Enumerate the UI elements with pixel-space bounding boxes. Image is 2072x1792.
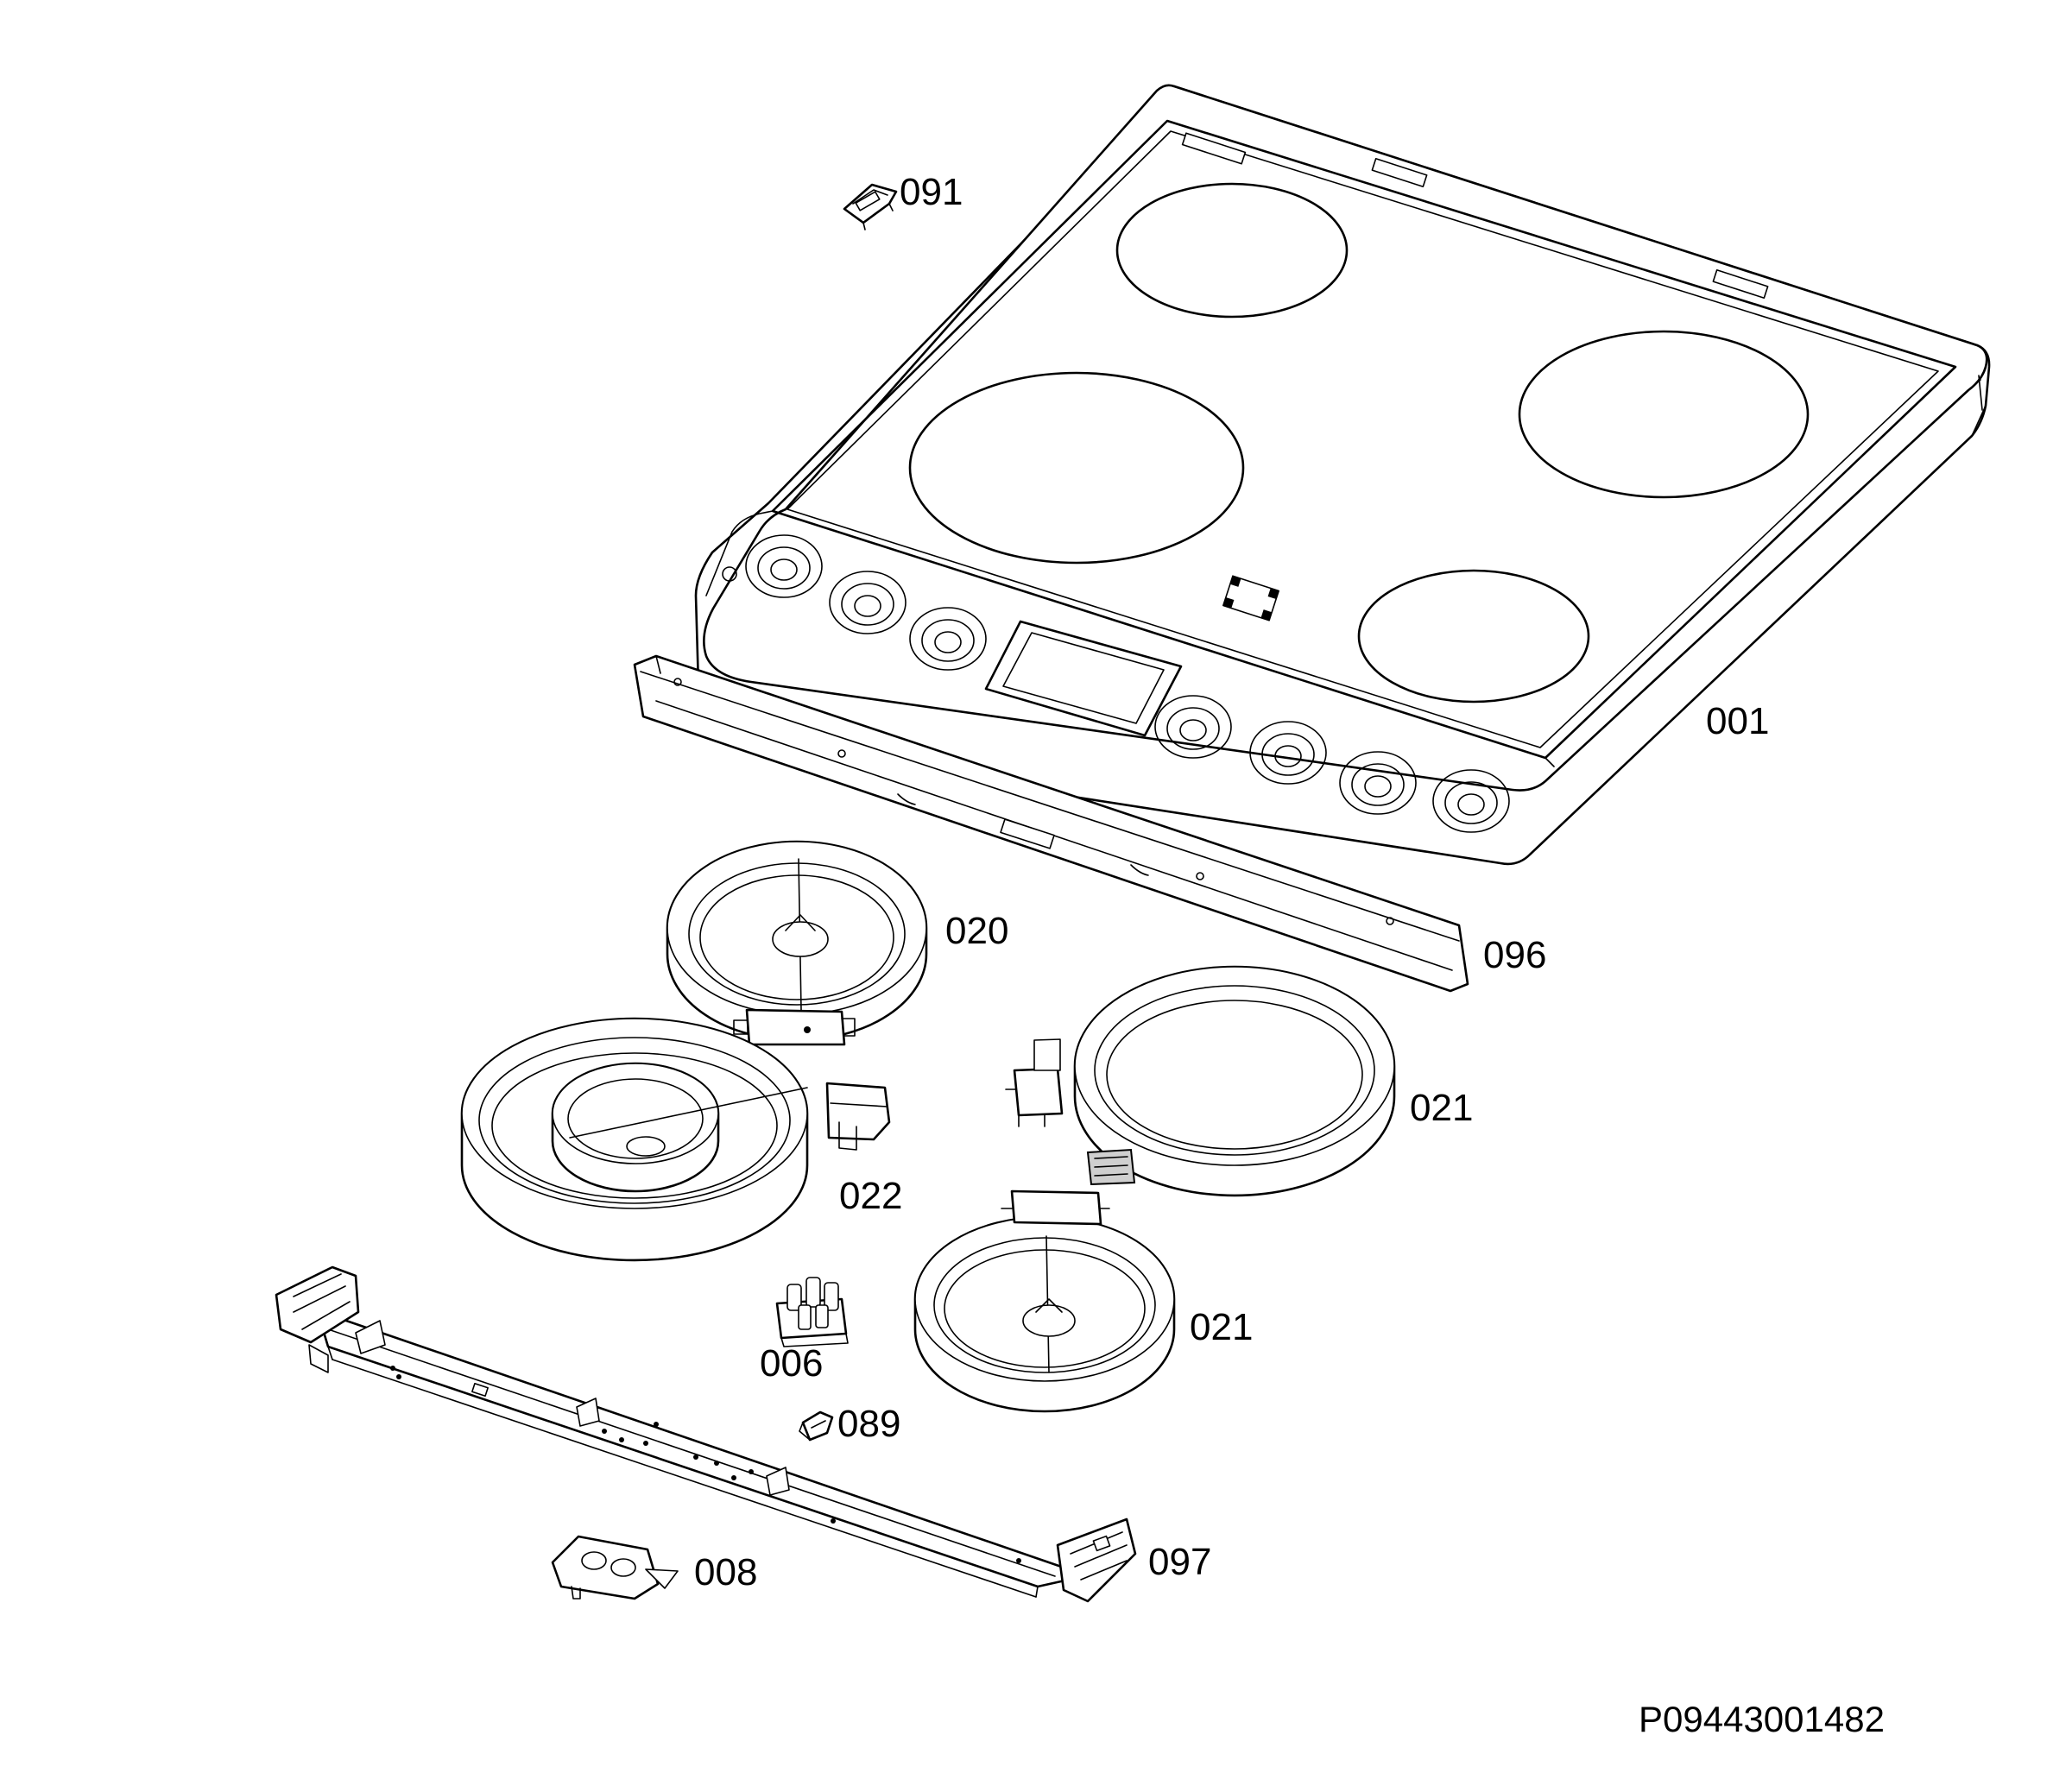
part-022-dual-element [460, 1017, 891, 1262]
part-096-trim-bar [633, 654, 1469, 993]
label-006: 006 [760, 1342, 823, 1385]
label-021-b: 021 [1190, 1306, 1253, 1348]
part-091-clip [843, 183, 898, 230]
label-097: 097 [1148, 1541, 1211, 1583]
label-091: 091 [900, 171, 963, 213]
part-089-clip [799, 1410, 834, 1442]
part-008-bracket [551, 1535, 679, 1600]
label-089: 089 [837, 1403, 900, 1445]
label-022: 022 [839, 1175, 902, 1217]
part-021-heating-element-b [913, 1189, 1176, 1413]
label-008: 008 [694, 1551, 757, 1593]
label-001: 001 [1706, 700, 1769, 742]
part-006-terminal-block [775, 1277, 849, 1347]
label-096: 096 [1483, 934, 1546, 976]
part-097-rail [275, 1265, 1137, 1603]
diagram-code: P09443001482 [1639, 1699, 1885, 1739]
label-020: 020 [945, 910, 1008, 952]
part-021-heating-element-a [1005, 965, 1396, 1197]
part-001-cooktop [694, 84, 1991, 866]
label-021-a: 021 [1410, 1087, 1473, 1129]
part-020-heating-element [666, 840, 928, 1046]
